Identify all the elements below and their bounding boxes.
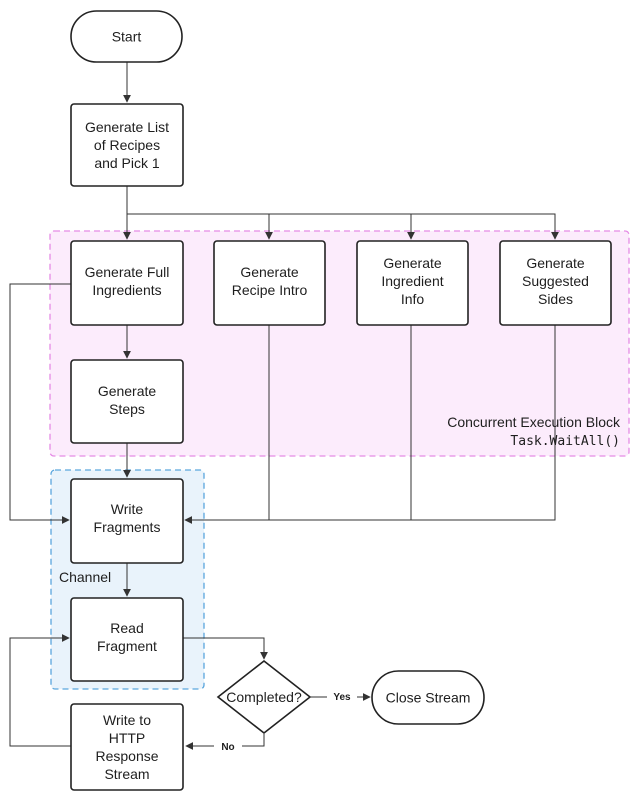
node-label-line: Ingredient [381, 273, 443, 289]
node-label-line: of Recipes [94, 137, 160, 153]
node-label-line: Read [110, 620, 143, 636]
edge-suggested-sides-to-write-fragments [411, 325, 556, 521]
concurrent-execution-block-code: Task.WaitAll() [510, 434, 620, 449]
node-label-line: Generate [240, 264, 299, 280]
node-label-line: HTTP [109, 730, 146, 746]
edge-read-fragment-to-completed [183, 637, 268, 660]
node-label-line: and Pick 1 [94, 155, 160, 171]
node-label-line: Generate List [85, 119, 169, 135]
edge-label-yes: Yes [333, 692, 351, 703]
close-stream-node-label: Close Stream [386, 690, 471, 706]
concurrent-execution-block-label: Concurrent Execution Block [447, 414, 621, 430]
node-label-line: Generate [98, 383, 157, 399]
edge-write-http-loop-to-read-fragment [9, 634, 71, 747]
node-label-line: Suggested [522, 273, 589, 289]
node-label-line: Response [95, 748, 158, 764]
completed-decision-node-label: Completed? [226, 689, 302, 705]
connectors [9, 62, 559, 750]
edge-full-ingredients-to-write-fragments [9, 283, 71, 524]
node-label-line: Recipe Intro [232, 282, 308, 298]
node-label-line: Ingredients [92, 282, 161, 298]
node-label-line: Stream [104, 766, 149, 782]
node-label-line: Generate [526, 255, 585, 271]
node-label-line: Generate Full [85, 264, 170, 280]
generate-list-node-label: Generate List of Recipes and Pick 1 [85, 119, 169, 171]
node-label-line: Steps [109, 401, 145, 417]
node-label-line: Write [111, 501, 144, 517]
start-node: Start [70, 10, 183, 63]
node-label-line: Fragments [94, 519, 161, 535]
edge-generate-list-to-suggested-sides [411, 213, 559, 240]
node-label-line: Sides [538, 291, 573, 307]
edge-completed-no-to-write-http [185, 734, 265, 750]
node-label-line: Fragment [97, 638, 157, 654]
start-node-label: Start [112, 29, 142, 45]
node-label-line: Completed? [226, 689, 302, 705]
node-label-line: Start [112, 29, 142, 45]
completed-decision-node: Completed? [216, 659, 312, 735]
concurrent-execution-block [49, 230, 630, 457]
node-label-line: Generate [383, 255, 442, 271]
edge-label-no: No [221, 742, 234, 753]
generate-list-node: Generate List of Recipes and Pick 1 [70, 103, 184, 187]
node-label-line: Write to [103, 712, 151, 728]
node-label-line: Close Stream [386, 690, 471, 706]
node-label-line: Info [401, 291, 425, 307]
channel-label: Channel [59, 569, 111, 585]
close-stream-node: Close Stream [371, 670, 485, 725]
